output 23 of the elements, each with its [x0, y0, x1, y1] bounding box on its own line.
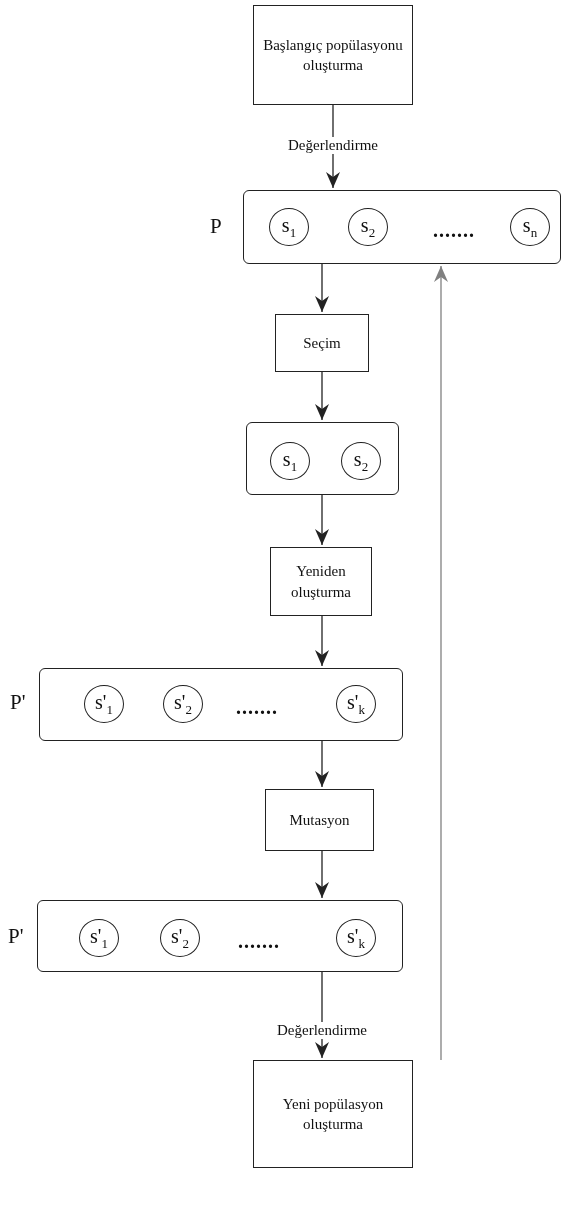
arrow — [434, 265, 448, 1061]
process-box: Başlangıç popülasyonu oluşturma — [253, 5, 413, 105]
arrow — [315, 263, 329, 313]
chromosome-circle: s$_{1}$ — [270, 442, 310, 480]
group-box — [246, 422, 399, 495]
group-label: P' — [10, 690, 26, 715]
process-box: Seçim — [275, 314, 369, 372]
ellipsis-text: ....... — [238, 930, 280, 953]
ellipsis-text: ....... — [433, 219, 475, 242]
arrow — [315, 371, 329, 421]
arrow — [315, 850, 329, 899]
group-label: P' — [8, 924, 24, 949]
edge-label: Değerlendirme — [275, 1021, 369, 1039]
process-box: Yeniden oluşturma — [270, 547, 372, 616]
chromosome-circle: s$_{2}$ — [341, 442, 381, 480]
process-box: Mutasyon — [265, 789, 374, 851]
process-box: Yeni popülasyon oluşturma — [253, 1060, 413, 1168]
group-label: P — [210, 214, 222, 239]
arrow — [315, 740, 329, 788]
arrow — [315, 615, 329, 667]
arrow — [315, 494, 329, 546]
ellipsis-text: ....... — [236, 696, 278, 719]
edge-label: Değerlendirme — [286, 136, 380, 154]
